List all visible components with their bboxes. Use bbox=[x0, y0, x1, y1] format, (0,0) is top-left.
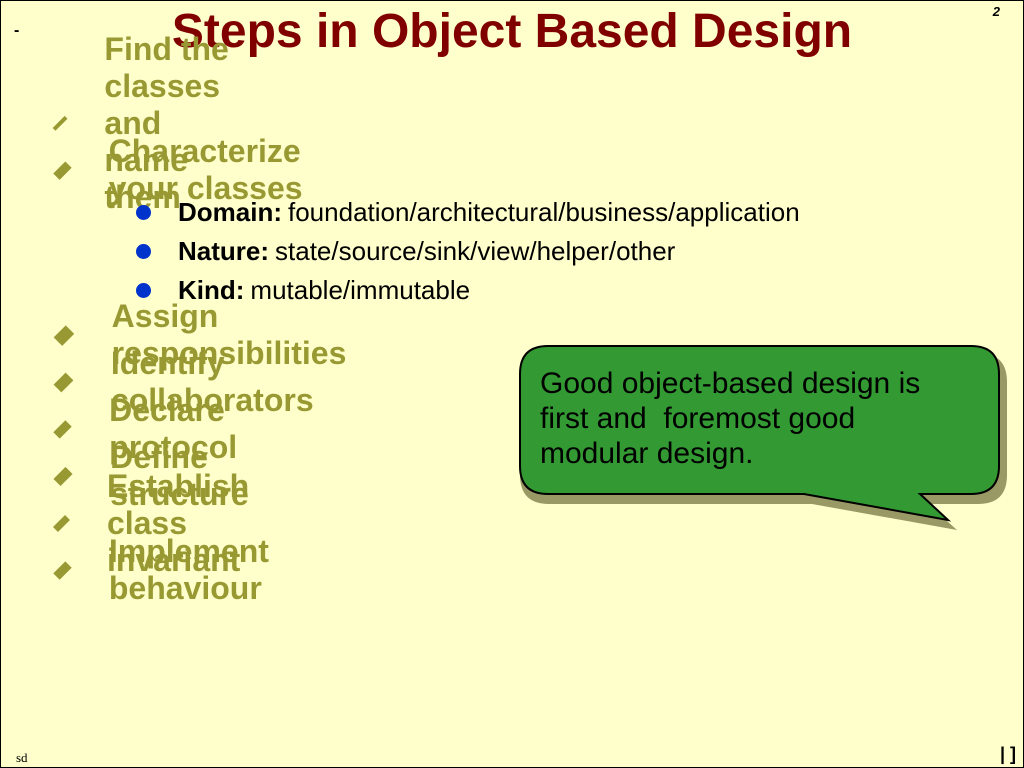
callout-line: modular design. bbox=[540, 437, 754, 470]
speech-callout bbox=[510, 340, 1022, 540]
page-number: 2 bbox=[992, 4, 1000, 19]
bullet-text: Implement behaviour bbox=[108, 533, 269, 606]
sub-bullet-item: Kind:mutable/immutable bbox=[136, 273, 470, 307]
diamond-bullet-icon bbox=[52, 115, 68, 131]
speech-bubble-body bbox=[519, 345, 1000, 522]
speech-bubble-shape bbox=[519, 345, 1007, 530]
bullet-item: Define structure bbox=[53, 439, 256, 512]
footer-text: sd bbox=[16, 750, 28, 765]
slide-title: Steps in Object Based Design bbox=[171, 5, 853, 58]
bullet-item: Establish class invariant bbox=[53, 468, 259, 578]
sub-bullet-text: foundation/architectural/business/applic… bbox=[288, 196, 800, 227]
bullet-item: Implement behaviour bbox=[53, 533, 277, 606]
bullet-text: Declare protocol bbox=[109, 392, 238, 465]
sub-bullet-item: Nature:state/source/sink/view/helper/oth… bbox=[136, 234, 675, 268]
callout-line: Good object-based design is bbox=[540, 367, 921, 400]
callout-line: first and foremost good bbox=[540, 402, 856, 435]
diamond-bullet-icon bbox=[53, 419, 72, 439]
sub-bullet-text: state/source/sink/view/helper/other bbox=[275, 235, 676, 266]
sub-bullet-label: Kind: bbox=[178, 274, 245, 305]
diamond-bullet-icon bbox=[53, 466, 73, 486]
footer-marks: | ] bbox=[999, 744, 1016, 764]
bullet-item: Characterize your classes bbox=[53, 133, 309, 206]
bullet-item: Assign responsibilities bbox=[53, 298, 352, 371]
bullet-text: Identify collaborators bbox=[110, 345, 314, 418]
bullet-text: Characterize your classes bbox=[108, 133, 303, 206]
sub-bullet-text: mutable/immutable bbox=[250, 274, 471, 305]
bullet-item: Identify collaborators bbox=[53, 345, 320, 418]
bullet-text: Find the classes and name them bbox=[104, 30, 229, 215]
corner-mark: - bbox=[14, 22, 20, 39]
diamond-bullet-icon bbox=[53, 160, 72, 180]
diamond-bullet-icon bbox=[53, 324, 74, 346]
dot-bullet-icon bbox=[136, 282, 151, 298]
bullet-text: Define structure bbox=[110, 439, 249, 512]
dot-bullet-icon bbox=[136, 204, 151, 220]
bullet-text: Establish class invariant bbox=[106, 467, 250, 578]
sub-bullet-item: Domain:foundation/architectural/business… bbox=[136, 195, 800, 229]
bullet-item: Declare protocol bbox=[53, 392, 245, 465]
bullet-text: Assign responsibilities bbox=[111, 298, 347, 371]
callout-text: Good object-based design is first and fo… bbox=[540, 366, 990, 471]
diamond-bullet-icon bbox=[53, 514, 70, 532]
diamond-bullet-icon bbox=[53, 560, 72, 580]
diamond-bullet-icon bbox=[53, 372, 74, 392]
dot-bullet-icon bbox=[136, 243, 151, 259]
bullet-item: Find the classes and name them bbox=[52, 31, 233, 215]
sub-bullet-label: Nature: bbox=[178, 235, 270, 266]
sub-bullet-label: Domain: bbox=[178, 196, 282, 227]
